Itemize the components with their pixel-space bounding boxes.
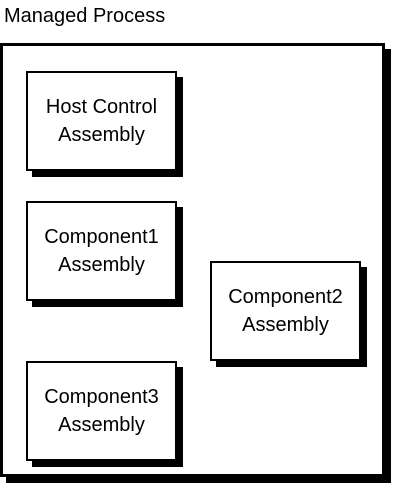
box-label-line-2: Assembly [58, 414, 145, 436]
component3-assembly-box: Component3 Assembly [26, 361, 177, 461]
component2-assembly-box: Component2 Assembly [210, 261, 361, 361]
box-label-line-1: Component1 [44, 226, 159, 248]
host-control-assembly-box: Host Control Assembly [26, 71, 177, 171]
box-label-line-2: Assembly [242, 314, 329, 336]
component1-assembly-box: Component1 Assembly [26, 201, 177, 301]
box-label-line-2: Assembly [58, 124, 145, 146]
box-label-line-1: Component2 [228, 286, 343, 308]
box-label-line-2: Assembly [58, 254, 145, 276]
box-label-line-1: Host Control [45, 96, 158, 118]
diagram-title: Managed Process [4, 5, 166, 27]
box-label-line-1: Component3 [44, 386, 159, 408]
